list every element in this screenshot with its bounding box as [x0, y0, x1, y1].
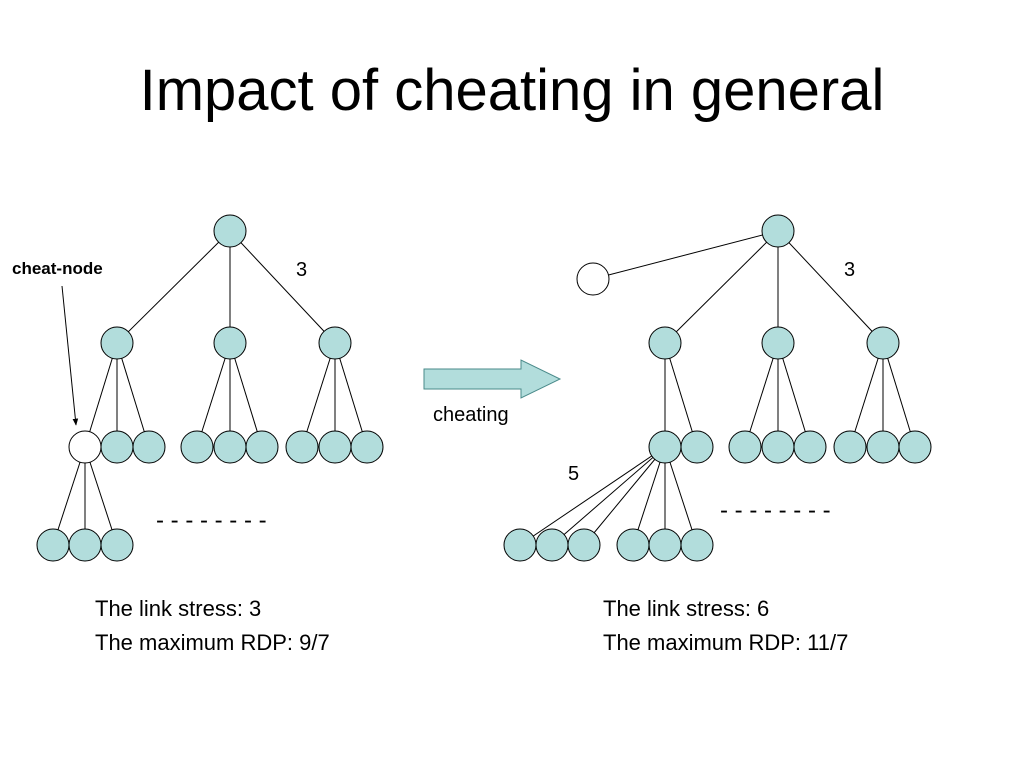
edge	[777, 230, 884, 344]
edge	[632, 446, 666, 546]
right-tree: 3 5 - - - - - - - -	[503, 214, 932, 562]
tree-node	[833, 430, 867, 464]
tree-node	[213, 430, 247, 464]
tree-node	[36, 528, 70, 562]
root-node	[213, 214, 247, 248]
edge	[592, 230, 779, 280]
max-rdp-text: The maximum RDP: 11/7	[603, 630, 849, 655]
right-tree-nodes	[503, 214, 932, 562]
edge	[551, 446, 666, 546]
edge	[229, 230, 336, 344]
tree-node	[680, 430, 714, 464]
fanout-label: 5	[568, 463, 579, 485]
edge	[301, 342, 336, 448]
edge	[664, 230, 779, 344]
ellipsis-dashes: - - - - - - - -	[720, 497, 831, 524]
cheat-node	[68, 430, 102, 464]
edge	[777, 342, 811, 448]
tree-node	[180, 430, 214, 464]
tree-node	[318, 430, 352, 464]
cheat-node	[576, 262, 610, 296]
edge	[664, 342, 698, 448]
tree-node	[285, 430, 319, 464]
edge-count-label: 3	[844, 259, 855, 281]
tree-node	[898, 430, 932, 464]
tree-node	[213, 326, 247, 360]
edge	[196, 342, 231, 448]
edge	[84, 446, 118, 546]
edge	[519, 446, 666, 546]
tree-node	[793, 430, 827, 464]
edge-count-label: 3	[296, 259, 307, 281]
edge	[334, 342, 368, 448]
tree-node	[616, 528, 650, 562]
tree-node	[728, 430, 762, 464]
tree-node	[132, 430, 166, 464]
tree-node	[535, 528, 569, 562]
slide-title: Impact of cheating in general	[139, 58, 885, 123]
tree-node	[866, 326, 900, 360]
block-arrow	[423, 359, 562, 399]
tree-node	[567, 528, 601, 562]
tree-node	[648, 430, 682, 464]
edge	[583, 446, 666, 546]
tree-node	[100, 430, 134, 464]
edge	[229, 342, 263, 448]
ellipsis-dashes: - - - - - - - -	[156, 507, 267, 534]
edge	[882, 342, 916, 448]
tree-node	[245, 430, 279, 464]
edge	[849, 342, 884, 448]
tree-node	[866, 430, 900, 464]
link-stress-text: The link stress: 6	[603, 596, 770, 621]
tree-node	[68, 528, 102, 562]
tree-node	[503, 528, 537, 562]
left-tree: cheat-node 3 - - - - - - - -	[12, 214, 384, 562]
cheating-transition: cheating	[423, 359, 562, 426]
edge	[744, 342, 779, 448]
tree-node	[761, 430, 795, 464]
cheat-node-label: cheat-node	[12, 259, 103, 278]
link-stress-text: The link stress: 3	[95, 596, 262, 621]
tree-node	[648, 528, 682, 562]
cheat-node-pointer-arrow	[61, 285, 79, 426]
edge	[116, 342, 150, 448]
left-tree-edges	[52, 230, 368, 546]
right-caption: The link stress: 6 The maximum RDP: 11/7	[603, 592, 848, 660]
tree-node	[680, 528, 714, 562]
left-caption: The link stress: 3 The maximum RDP: 9/7	[95, 592, 330, 660]
right-tree-edges	[519, 230, 916, 546]
tree-node	[100, 326, 134, 360]
cheating-label: cheating	[433, 404, 509, 426]
edge	[84, 342, 118, 448]
tree-node	[350, 430, 384, 464]
edge	[116, 230, 231, 344]
edge	[52, 446, 86, 546]
left-tree-nodes	[36, 214, 384, 562]
edge	[664, 446, 698, 546]
root-node	[761, 214, 795, 248]
tree-node	[318, 326, 352, 360]
tree-node	[648, 326, 682, 360]
tree-node	[100, 528, 134, 562]
tree-node	[761, 326, 795, 360]
max-rdp-text: The maximum RDP: 9/7	[95, 630, 330, 655]
